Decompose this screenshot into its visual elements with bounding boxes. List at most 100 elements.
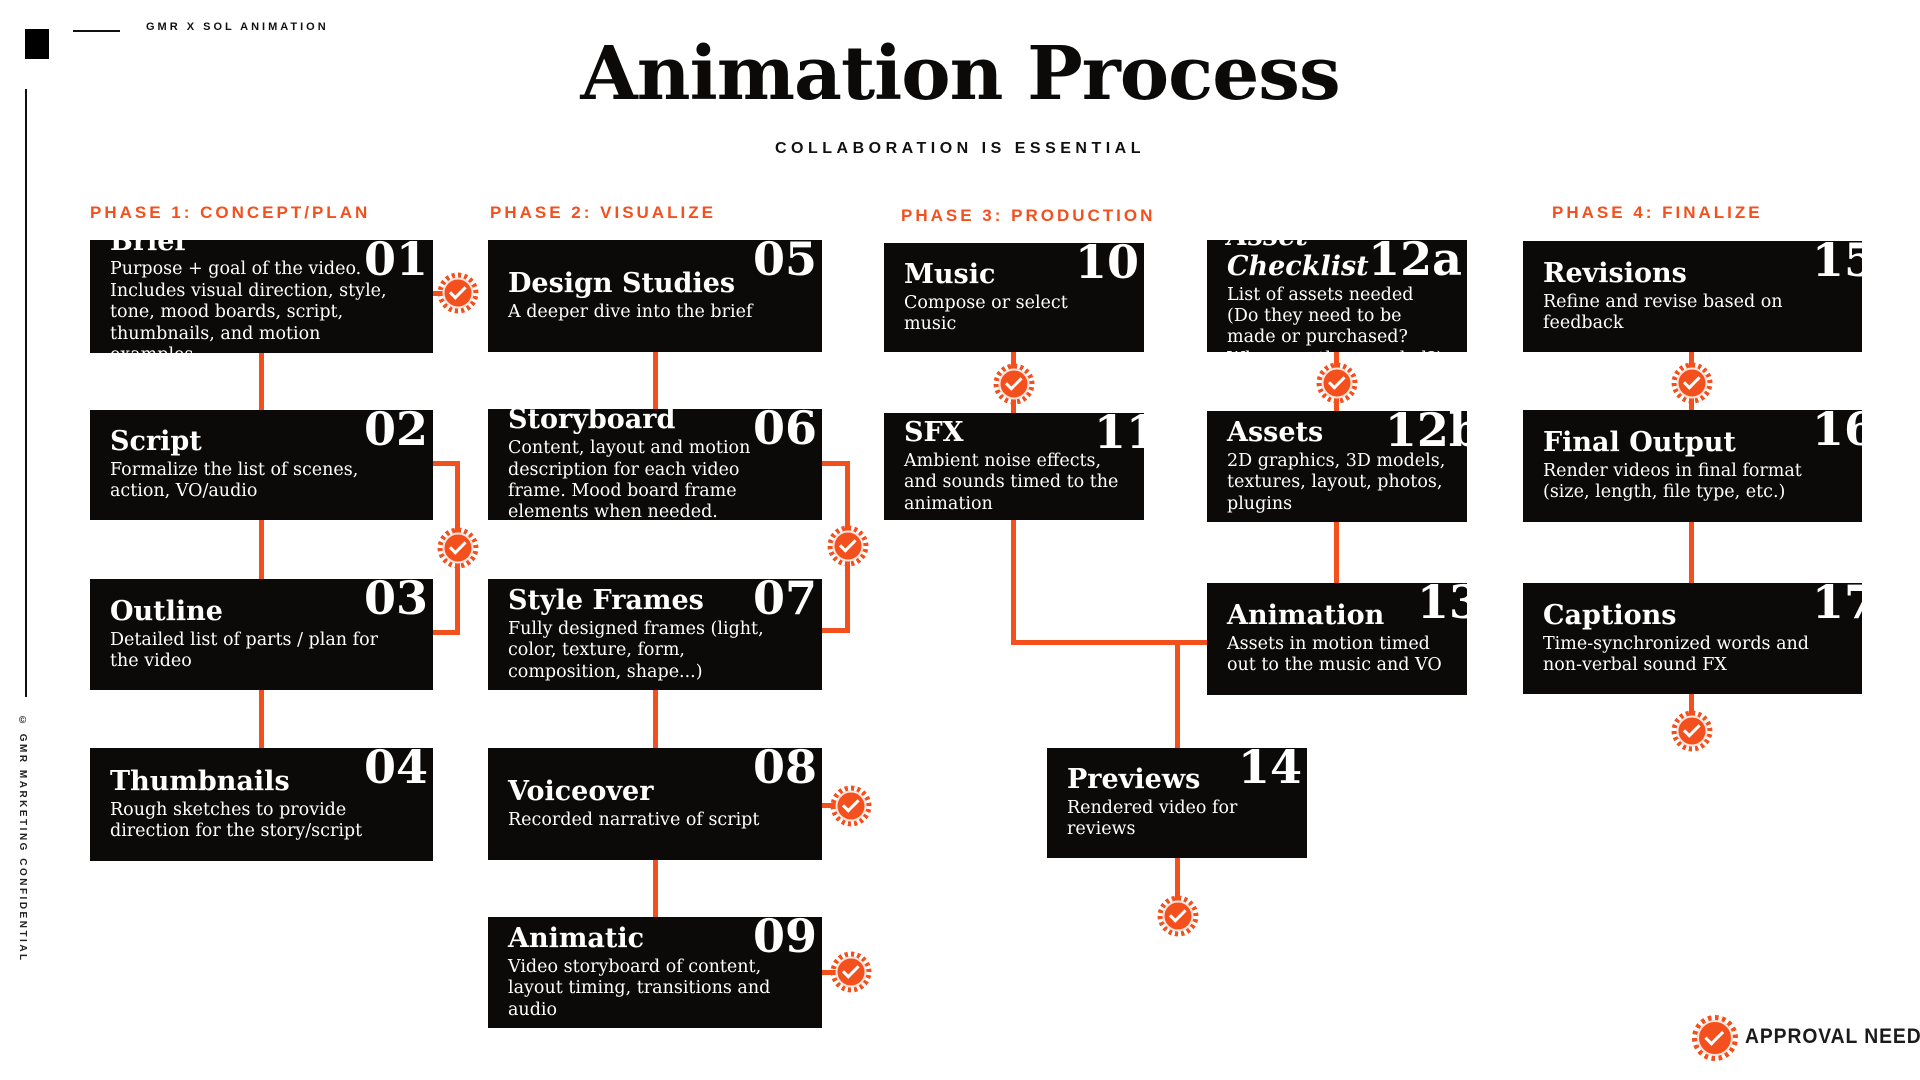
connector-junction-previews <box>1175 640 1180 751</box>
checkmark-icon <box>448 282 467 300</box>
process-box-style-frames: 07 Style Frames Fully designed frames (l… <box>488 579 822 690</box>
checkmark-icon <box>1682 372 1701 390</box>
approval-badge-icon <box>993 363 1035 405</box>
checkmark-icon <box>448 537 467 555</box>
checkmark-icon <box>1004 373 1023 391</box>
step-title: Style Frames <box>508 585 704 617</box>
process-box-brief: 01 Brief Purpose + goal of the video. In… <box>90 240 433 353</box>
step-number: 07 <box>752 579 817 625</box>
process-box-script: 02 Script Formalize the list of scenes, … <box>90 410 433 520</box>
phase-1-header: PHASE 1: CONCEPT/PLAN <box>90 203 371 222</box>
step-number: 17 <box>1811 583 1862 629</box>
step-title: Music <box>904 258 996 290</box>
logo-mark <box>25 29 49 59</box>
step-number: 04 <box>363 748 428 794</box>
connector-designstudies-storyboard <box>653 349 658 412</box>
step-description: Compose or select music <box>904 292 1068 334</box>
step-description: Recorded narrative of script <box>508 809 760 830</box>
step-title: Captions <box>1543 599 1677 631</box>
step-title: Outline <box>110 595 223 627</box>
step-description: Rough sketches to provide direction for … <box>110 799 363 841</box>
step-number: 06 <box>752 409 817 455</box>
connector-outline-thumbnails <box>259 686 264 752</box>
step-title: Revisions <box>1543 257 1687 289</box>
step-description: Purpose + goal of the video. Includes vi… <box>110 259 387 353</box>
confidential-text: © GMR MARKETING CONFIDENTIAL <box>17 715 28 963</box>
checkmark-icon <box>1168 905 1187 923</box>
connector-script-outline <box>259 517 264 583</box>
process-box-revisions: 15 Revisions Refine and revise based on … <box>1523 241 1862 352</box>
checkmark-icon <box>1682 720 1701 738</box>
step-title: Animation <box>1227 600 1385 632</box>
approval-badge-icon <box>1671 362 1713 404</box>
connector-bracket1-top <box>433 461 460 466</box>
process-box-storyboard: 06 Storyboard Content, layout and motion… <box>488 409 822 520</box>
connector-bracket2-bottom <box>822 628 850 633</box>
approval-badge-icon <box>1671 710 1713 752</box>
step-number: 16 <box>1811 410 1862 456</box>
step-description: Rendered video for reviews <box>1067 798 1238 840</box>
step-title: Voiceover <box>508 775 654 807</box>
approval-badge-icon <box>830 951 872 993</box>
connector-sfx-junction <box>1011 517 1016 645</box>
step-number: 14 <box>1237 748 1302 794</box>
step-title: Thumbnails <box>110 765 290 797</box>
connector-bracket1-bottom <box>433 630 460 635</box>
step-title: Previews <box>1067 764 1201 796</box>
process-box-voiceover: 08 Voiceover Recorded narrative of scrip… <box>488 748 822 860</box>
page-title: Animation Process <box>580 31 1340 117</box>
phase-4-header: PHASE 4: FINALIZE <box>1552 203 1763 222</box>
step-title: SFX <box>904 417 964 449</box>
connector-junction-animation <box>1011 640 1207 645</box>
step-title: Design Studies <box>508 267 736 299</box>
process-box-design-studies: 05 Design Studies A deeper dive into the… <box>488 240 822 352</box>
checkmark-icon <box>838 535 857 553</box>
step-title: Brief <box>110 240 187 257</box>
process-box-animatic: 09 Animatic Video storyboard of content,… <box>488 917 822 1028</box>
step-description: A deeper dive into the brief <box>508 301 753 322</box>
process-box-animation: 13 Animation Assets in motion timed out … <box>1207 583 1467 695</box>
checkmark-icon <box>841 795 860 813</box>
logo-dash <box>73 30 120 32</box>
step-description: List of assets needed (Do they need to b… <box>1227 284 1443 353</box>
step-title: Storyboard <box>508 409 676 436</box>
process-box-previews: 14 Previews Rendered video for reviews <box>1047 748 1307 858</box>
step-number: 02 <box>363 410 428 456</box>
step-number: 11 <box>1093 413 1144 459</box>
step-number: 03 <box>363 579 428 625</box>
step-number: 08 <box>752 748 817 794</box>
page-subtitle: COLLABORATION IS ESSENTIAL <box>774 140 1146 157</box>
step-number: 15 <box>1811 241 1862 287</box>
connector-finaloutput-captions <box>1689 519 1694 586</box>
step-description: Formalize the list of scenes, action, VO… <box>110 460 359 502</box>
approval-badge-icon <box>1316 362 1358 404</box>
step-title: Animatic <box>508 923 645 955</box>
left-rail-line <box>25 89 27 697</box>
step-title: Final Output <box>1543 427 1736 459</box>
connector-brief-script <box>259 350 264 413</box>
checkmark-icon <box>1327 372 1346 390</box>
process-box-music: 10 Music Compose or select music <box>884 243 1144 352</box>
step-description: Time-synchronized words and non-verbal s… <box>1543 633 1809 675</box>
step-number: 12b <box>1384 411 1467 457</box>
process-box-assets: 12b Assets 2D graphics, 3D models, textu… <box>1207 411 1467 522</box>
approval-badge-icon <box>830 785 872 827</box>
step-number: 01 <box>363 240 428 286</box>
step-description: Video storyboard of content, layout timi… <box>508 956 771 1020</box>
step-number: 09 <box>752 917 817 963</box>
step-number: 12a <box>1368 240 1462 286</box>
legend-label: APPROVAL NEEDED <box>1745 1025 1920 1048</box>
step-description: 2D graphics, 3D models, textures, layout… <box>1227 450 1446 514</box>
process-box-asset-checklist: 12a Asset Checklist List of assets neede… <box>1207 240 1467 352</box>
step-description: Refine and revise based on feedback <box>1543 291 1783 333</box>
approval-badge-icon <box>437 527 479 569</box>
step-description: Fully designed frames (light, color, tex… <box>508 618 764 682</box>
approval-badge-icon <box>1157 895 1199 937</box>
checkmark-icon <box>1704 1025 1725 1046</box>
brand-text: GMR X SOL ANIMATION <box>146 21 329 33</box>
phase-3-header: PHASE 3: PRODUCTION <box>901 206 1156 225</box>
connector-assets-animation <box>1334 519 1339 586</box>
step-number: 13 <box>1416 583 1467 629</box>
legend-approval-badge-icon <box>1692 1015 1738 1061</box>
step-number: 05 <box>752 240 817 286</box>
